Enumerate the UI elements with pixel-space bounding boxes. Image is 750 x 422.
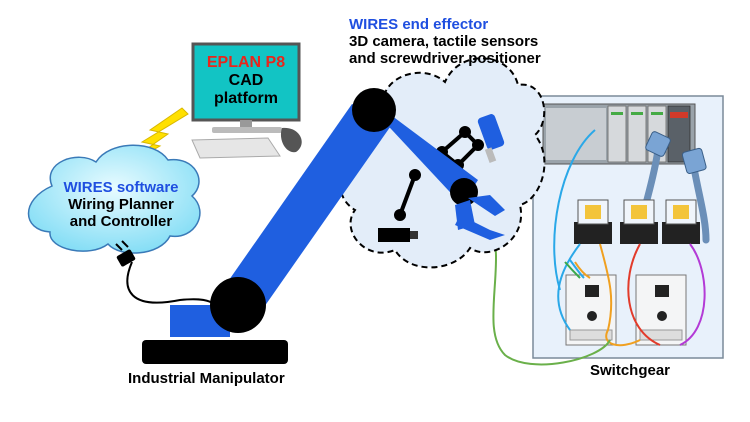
- effector-label: WIRES end effector 3D camera, tactile se…: [349, 16, 541, 67]
- cad-line3: platform: [214, 89, 278, 107]
- plug-icon: [115, 240, 216, 306]
- cad-title: EPLAN P8: [206, 54, 286, 71]
- software-title: WIRES software: [63, 179, 179, 196]
- switchgear-label: Switchgear: [590, 362, 671, 379]
- effector-line1: 3D camera, tactile sensors: [349, 32, 539, 50]
- gripper-icon: [455, 195, 505, 240]
- plc-rack-icon: [542, 103, 696, 165]
- cloud-icon: [27, 144, 201, 254]
- cad-line2: CAD: [228, 71, 264, 89]
- controller-module-icon: [565, 274, 617, 346]
- robot-arm-icon: [142, 88, 478, 364]
- relay-icon: [574, 199, 612, 244]
- sensor-arm-icon: [394, 169, 421, 221]
- effector-title: WIRES end effector: [349, 16, 489, 33]
- screwdriver-icon: [477, 114, 505, 163]
- green-cable: [491, 224, 611, 366]
- effector-line2: and screwdriver positioner: [349, 49, 541, 67]
- switchgear-wires: [553, 129, 706, 347]
- mouse-icon: [280, 127, 302, 153]
- cad-label: EPLAN P8 CAD platform: [196, 54, 296, 108]
- relay-icon: [662, 199, 700, 244]
- keyboard-icon: [191, 137, 281, 159]
- relay-icon: [620, 199, 658, 244]
- monitor-icon: [191, 42, 301, 133]
- software-line2: and Controller: [69, 212, 173, 230]
- software-label: WIRES software Wiring Planner and Contro…: [40, 179, 202, 230]
- software-line1: Wiring Planner: [68, 195, 174, 213]
- camera-icon: [378, 228, 418, 242]
- manipulator-label: Industrial Manipulator: [128, 370, 285, 387]
